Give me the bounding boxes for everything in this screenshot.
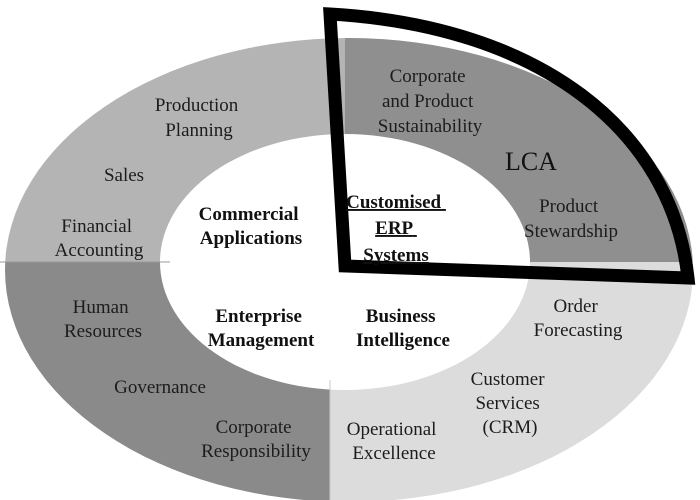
label-governance: Governance bbox=[114, 377, 206, 398]
core-business-intelligence: Business Intelligence bbox=[356, 306, 450, 351]
label-product-stewardship: Product Stewardship bbox=[524, 196, 618, 242]
label-financial-accounting: Financial Accounting bbox=[55, 216, 144, 261]
core-customised-erp-systems: Customised ERP Systems bbox=[346, 192, 446, 266]
label-human-resources: Human Resources bbox=[64, 297, 142, 342]
label-customer-services: Customer Services (CRM) bbox=[471, 369, 550, 438]
label-operational-excellence: Operational Excellence bbox=[347, 419, 441, 464]
core-enterprise-management: Enterprise Management bbox=[208, 306, 315, 351]
label-corporate-product-sustainability: Corporate and Product Sustainability bbox=[378, 66, 483, 137]
label-sales: Sales bbox=[104, 165, 144, 186]
core-commercial-applications: Commercial Applications bbox=[199, 204, 304, 249]
label-corporate-responsibility: Corporate Responsibility bbox=[201, 417, 311, 462]
label-order-forecasting: Order Forecasting bbox=[534, 296, 623, 341]
label-lca: LCA bbox=[505, 147, 557, 176]
lca-highlight-frame bbox=[323, 7, 696, 285]
label-production-planning: Production Planning bbox=[155, 95, 243, 141]
